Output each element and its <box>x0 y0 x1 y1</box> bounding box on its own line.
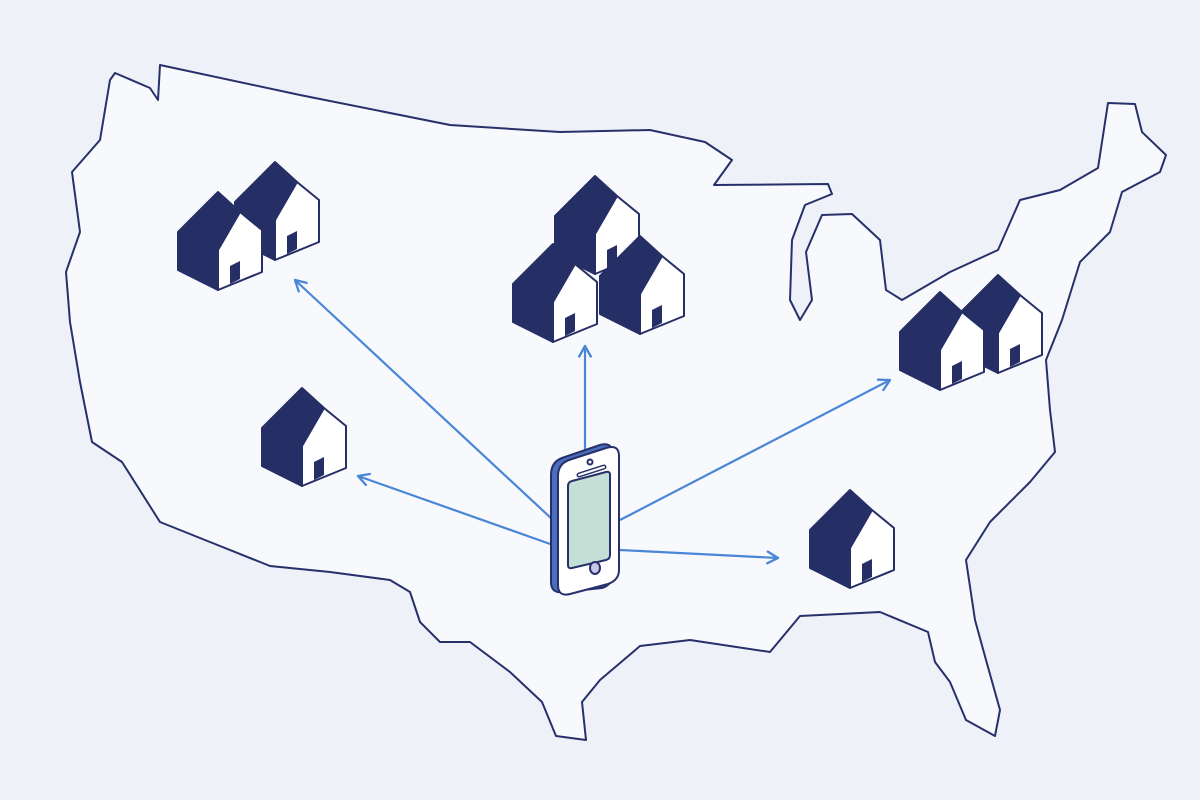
usa-map-outline <box>65 64 1167 741</box>
smartphone-icon <box>550 443 620 596</box>
arrow-icon <box>356 472 554 547</box>
arrow-icon <box>619 548 780 565</box>
arrow-icon <box>293 278 554 521</box>
arrows <box>293 278 892 565</box>
arrow-icon <box>619 378 892 521</box>
